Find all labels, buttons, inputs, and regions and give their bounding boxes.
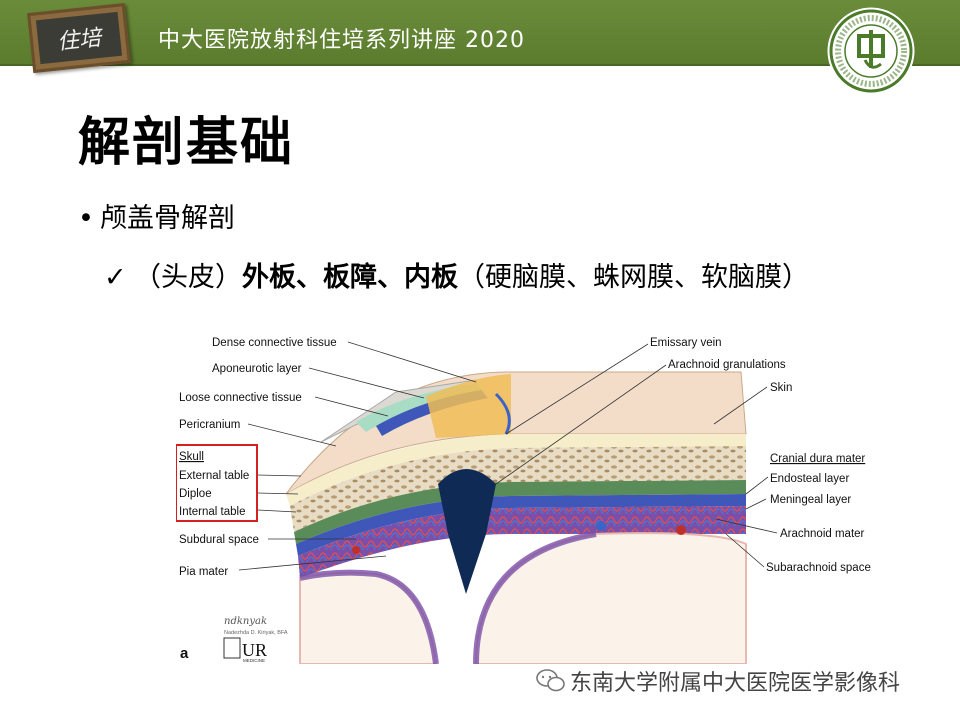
hospital-logo xyxy=(827,7,915,95)
ur-logo: UR xyxy=(242,640,267,660)
label-skin: Skin xyxy=(770,382,792,394)
label-arachnoid-granulations: Arachnoid granulations xyxy=(668,359,786,371)
label-meningeal-layer: Meningeal layer xyxy=(770,494,851,506)
illustrator-credit: Nadezhda D. Kiriyak, BFA xyxy=(224,630,288,636)
right-gyrus xyxy=(474,532,747,664)
slide-title: 解剖基础 xyxy=(78,113,295,173)
check-suffix: （硬脑膜、蛛网膜、软脑膜） xyxy=(458,262,809,293)
panel-letter: a xyxy=(180,645,189,662)
illustrator-signature: ndknyak xyxy=(224,616,267,627)
label-cranial-dura-mater: Cranial dura mater xyxy=(770,453,865,465)
skull-highlight-box xyxy=(176,444,258,522)
bullet-text: 颅盖骨解剖 xyxy=(100,203,235,234)
label-pia-mater: Pia mater xyxy=(179,566,228,578)
left-gyrus xyxy=(299,571,438,664)
superior-sagittal-sinus xyxy=(438,469,496,594)
ur-logo-sub: MEDICINE xyxy=(243,658,265,663)
label-arachnoid-mater: Arachnoid mater xyxy=(780,528,865,540)
wechat-icon xyxy=(536,669,565,692)
course-badge-text: 住培 xyxy=(35,11,123,65)
check-mark-icon: ✓ xyxy=(104,262,127,293)
label-endosteal-layer: Endosteal layer xyxy=(770,473,849,485)
ur-shield-icon xyxy=(223,637,241,659)
label-external-table: External table xyxy=(179,470,249,482)
label-diploe: Diploe xyxy=(179,488,212,500)
label-aponeurotic-layer: Aponeurotic layer xyxy=(212,363,302,375)
label-pericranium: Pericranium xyxy=(179,419,240,431)
diploe-layer xyxy=(290,446,746,532)
label-emissary-vein: Emissary vein xyxy=(650,337,722,349)
arachnoid-layer xyxy=(298,506,746,578)
label-loose-connective-tissue: Loose connective tissue xyxy=(179,392,302,404)
dura-layer xyxy=(296,494,746,556)
aponeurotic-layer xyxy=(426,374,511,438)
check-prefix: （头皮） xyxy=(134,262,242,293)
header-divider xyxy=(0,64,960,66)
check-item: ✓（头皮）外板、板障、内板（硬脑膜、蛛网膜、软脑膜） xyxy=(104,255,864,301)
check-bold-text: 外板、板障、内板 xyxy=(242,262,458,293)
watermark-text: 东南大学附属中大医院医学影像科 xyxy=(570,671,901,696)
course-badge: 住培 xyxy=(27,3,131,73)
bullet-item: •颅盖骨解剖 xyxy=(78,196,235,235)
label-subdural-space: Subdural space xyxy=(179,534,259,546)
header-bar xyxy=(0,0,960,64)
header-title: 中大医院放射科住培系列讲座 2020 xyxy=(158,28,525,53)
watermark: 东南大学附属中大医院医学影像科 xyxy=(536,665,936,696)
scalp-skull-meninges-diagram: Dense connective tissue Aponeurotic laye… xyxy=(176,337,871,664)
pericranium-layer xyxy=(286,434,746,506)
emissary-vein xyxy=(494,392,511,435)
bullet-dot-icon: • xyxy=(78,203,94,234)
label-dense-connective-tissue: Dense connective tissue xyxy=(212,337,337,349)
green-bands xyxy=(294,480,746,544)
label-internal-table: Internal table xyxy=(179,506,246,518)
label-subarachnoid-space: Subarachnoid space xyxy=(766,562,871,574)
label-skull: Skull xyxy=(179,451,204,463)
